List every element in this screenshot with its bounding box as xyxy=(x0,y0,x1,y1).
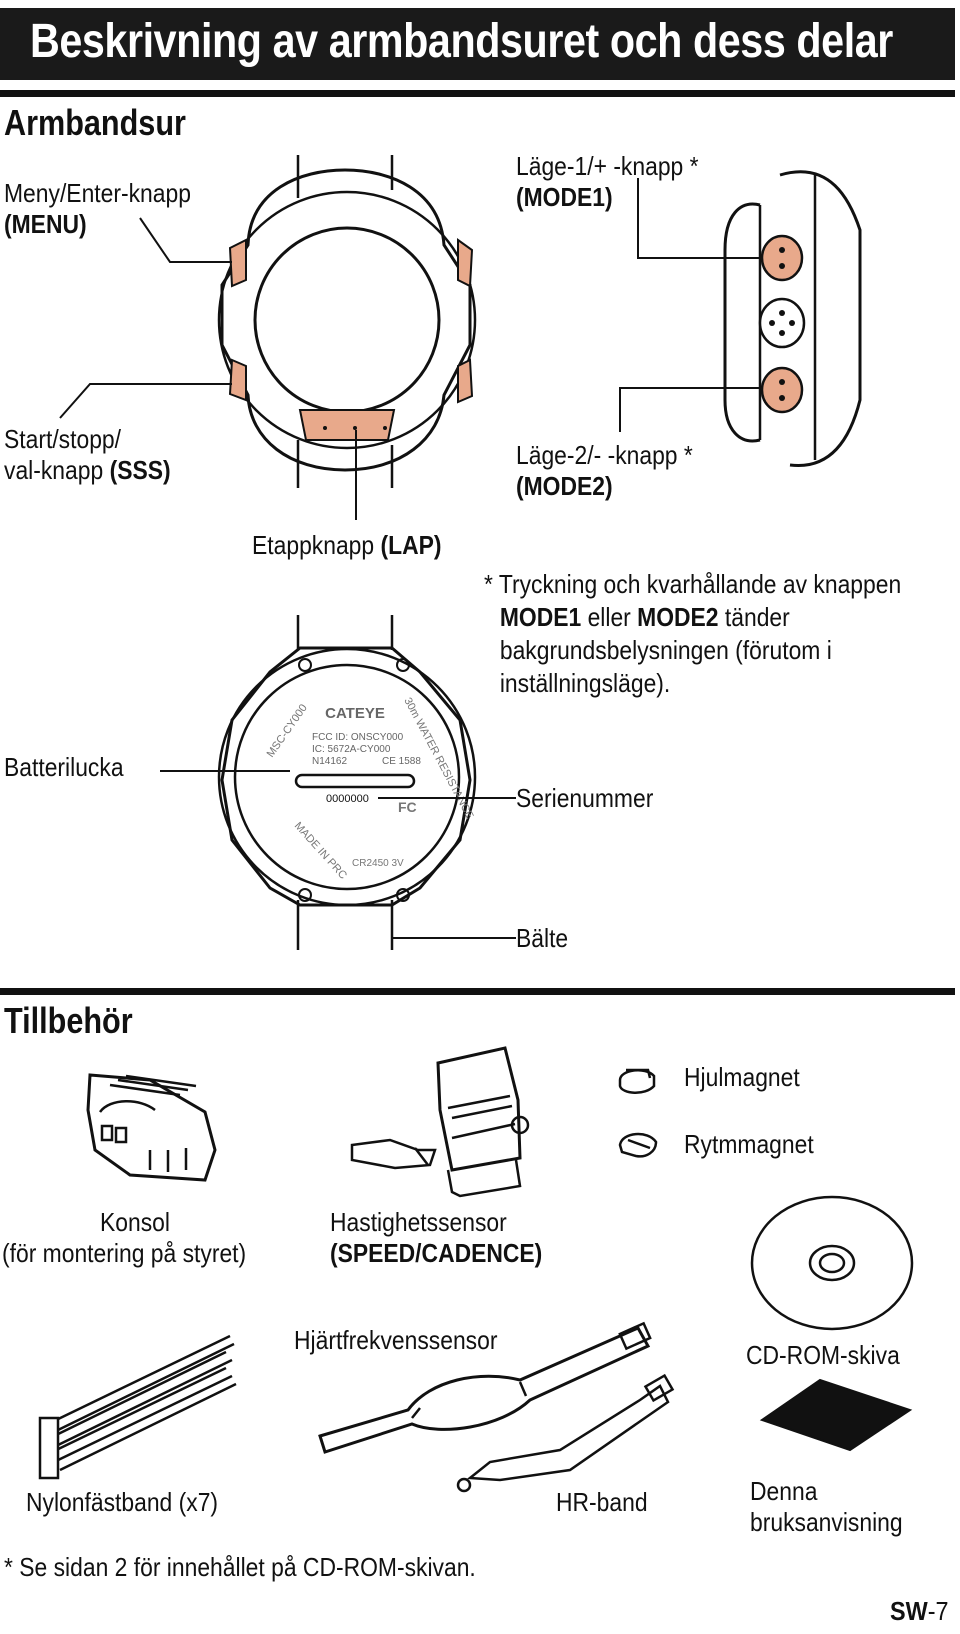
back-brand: CATEYE xyxy=(325,705,385,722)
nylon-ties-label: Nylonfästband (x7) xyxy=(26,1487,219,1517)
side-mode1-button xyxy=(760,234,804,282)
mode2-button-shape xyxy=(457,358,474,404)
cdrom-illustration xyxy=(750,1195,914,1331)
backlight-footnote: * Tryckning och kvarhållande av knappen … xyxy=(484,569,902,698)
cdrom-label: CD-ROM-skiva xyxy=(746,1340,900,1370)
nylon-ties-illustration xyxy=(38,1334,237,1480)
menu-button-shape xyxy=(228,238,247,288)
menu-button-label: Meny/Enter-knapp (MENU) xyxy=(4,178,191,239)
bracket-illustration xyxy=(86,1073,217,1182)
back-ce: CE 1588 xyxy=(382,756,421,767)
hr-sensor-illustration xyxy=(318,1321,652,1454)
mode1-button-label: Läge-1/+ -knapp * (MODE1) xyxy=(516,151,699,212)
hr-sensor-label: Hjärtfrekvenssensor xyxy=(294,1325,498,1355)
manual-illustration xyxy=(759,1378,913,1452)
back-fcc: FCC ID: ONSCY000 xyxy=(312,732,404,743)
wheel-magnet-icon xyxy=(618,1068,656,1094)
back-serial: 0000000 xyxy=(326,793,369,805)
section-heading-watch: Armbandsur xyxy=(4,102,186,143)
sss-button-shape xyxy=(228,358,247,402)
section-heading-accessories: Tillbehör xyxy=(4,1000,133,1041)
back-fc: FC xyxy=(398,799,417,815)
page-title: Beskrivning av armbandsuret och dess del… xyxy=(30,15,893,68)
mode1-button-shape xyxy=(457,238,474,288)
speed-sensor-label: Hastighetssensor (SPEED/CADENCE) xyxy=(330,1207,543,1268)
wheel-magnet-label: Hjulmagnet xyxy=(684,1062,800,1092)
hr-band-label: HR-band xyxy=(556,1487,648,1517)
mode2-button-label: Läge-2/- -knapp * (MODE2) xyxy=(516,440,693,501)
manual-label: Denna bruksanvisning xyxy=(750,1476,903,1537)
back-n: N14162 xyxy=(312,756,347,767)
hr-band-illustration xyxy=(456,1373,675,1493)
section-rule-top xyxy=(0,90,955,97)
back-rim-bottom: MADE IN PRC xyxy=(292,820,349,882)
speed-sensor-illustration xyxy=(350,1046,530,1198)
cdrom-contents-note: * Se sidan 2 för innehållet på CD-ROM-sk… xyxy=(4,1552,476,1582)
lap-button-shape xyxy=(298,409,396,441)
serial-number-label: Serienummer xyxy=(516,783,654,813)
back-ic: IC: 5672A-CY000 xyxy=(312,744,391,755)
back-battery-cr: CR2450 3V xyxy=(352,858,404,869)
battery-cover-label: Batterilucka xyxy=(4,752,124,782)
title-bar xyxy=(0,8,955,80)
sss-button-label: Start/stopp/ val-knapp (SSS) xyxy=(4,424,171,485)
bracket-label-1: Konsol xyxy=(100,1207,170,1237)
page-number: SW-7 xyxy=(890,1596,949,1626)
section-rule-accessories xyxy=(0,988,955,995)
cadence-magnet-label: Rytmmagnet xyxy=(684,1129,814,1159)
lap-button-label: Etappknapp (LAP) xyxy=(252,530,442,560)
side-mode2-button xyxy=(760,366,804,414)
back-rim-left: MSC-CY000 xyxy=(265,702,310,759)
belt-label: Bälte xyxy=(516,923,569,953)
cadence-magnet-icon xyxy=(618,1132,658,1158)
bracket-label-2: (för montering på styret) xyxy=(2,1238,247,1268)
